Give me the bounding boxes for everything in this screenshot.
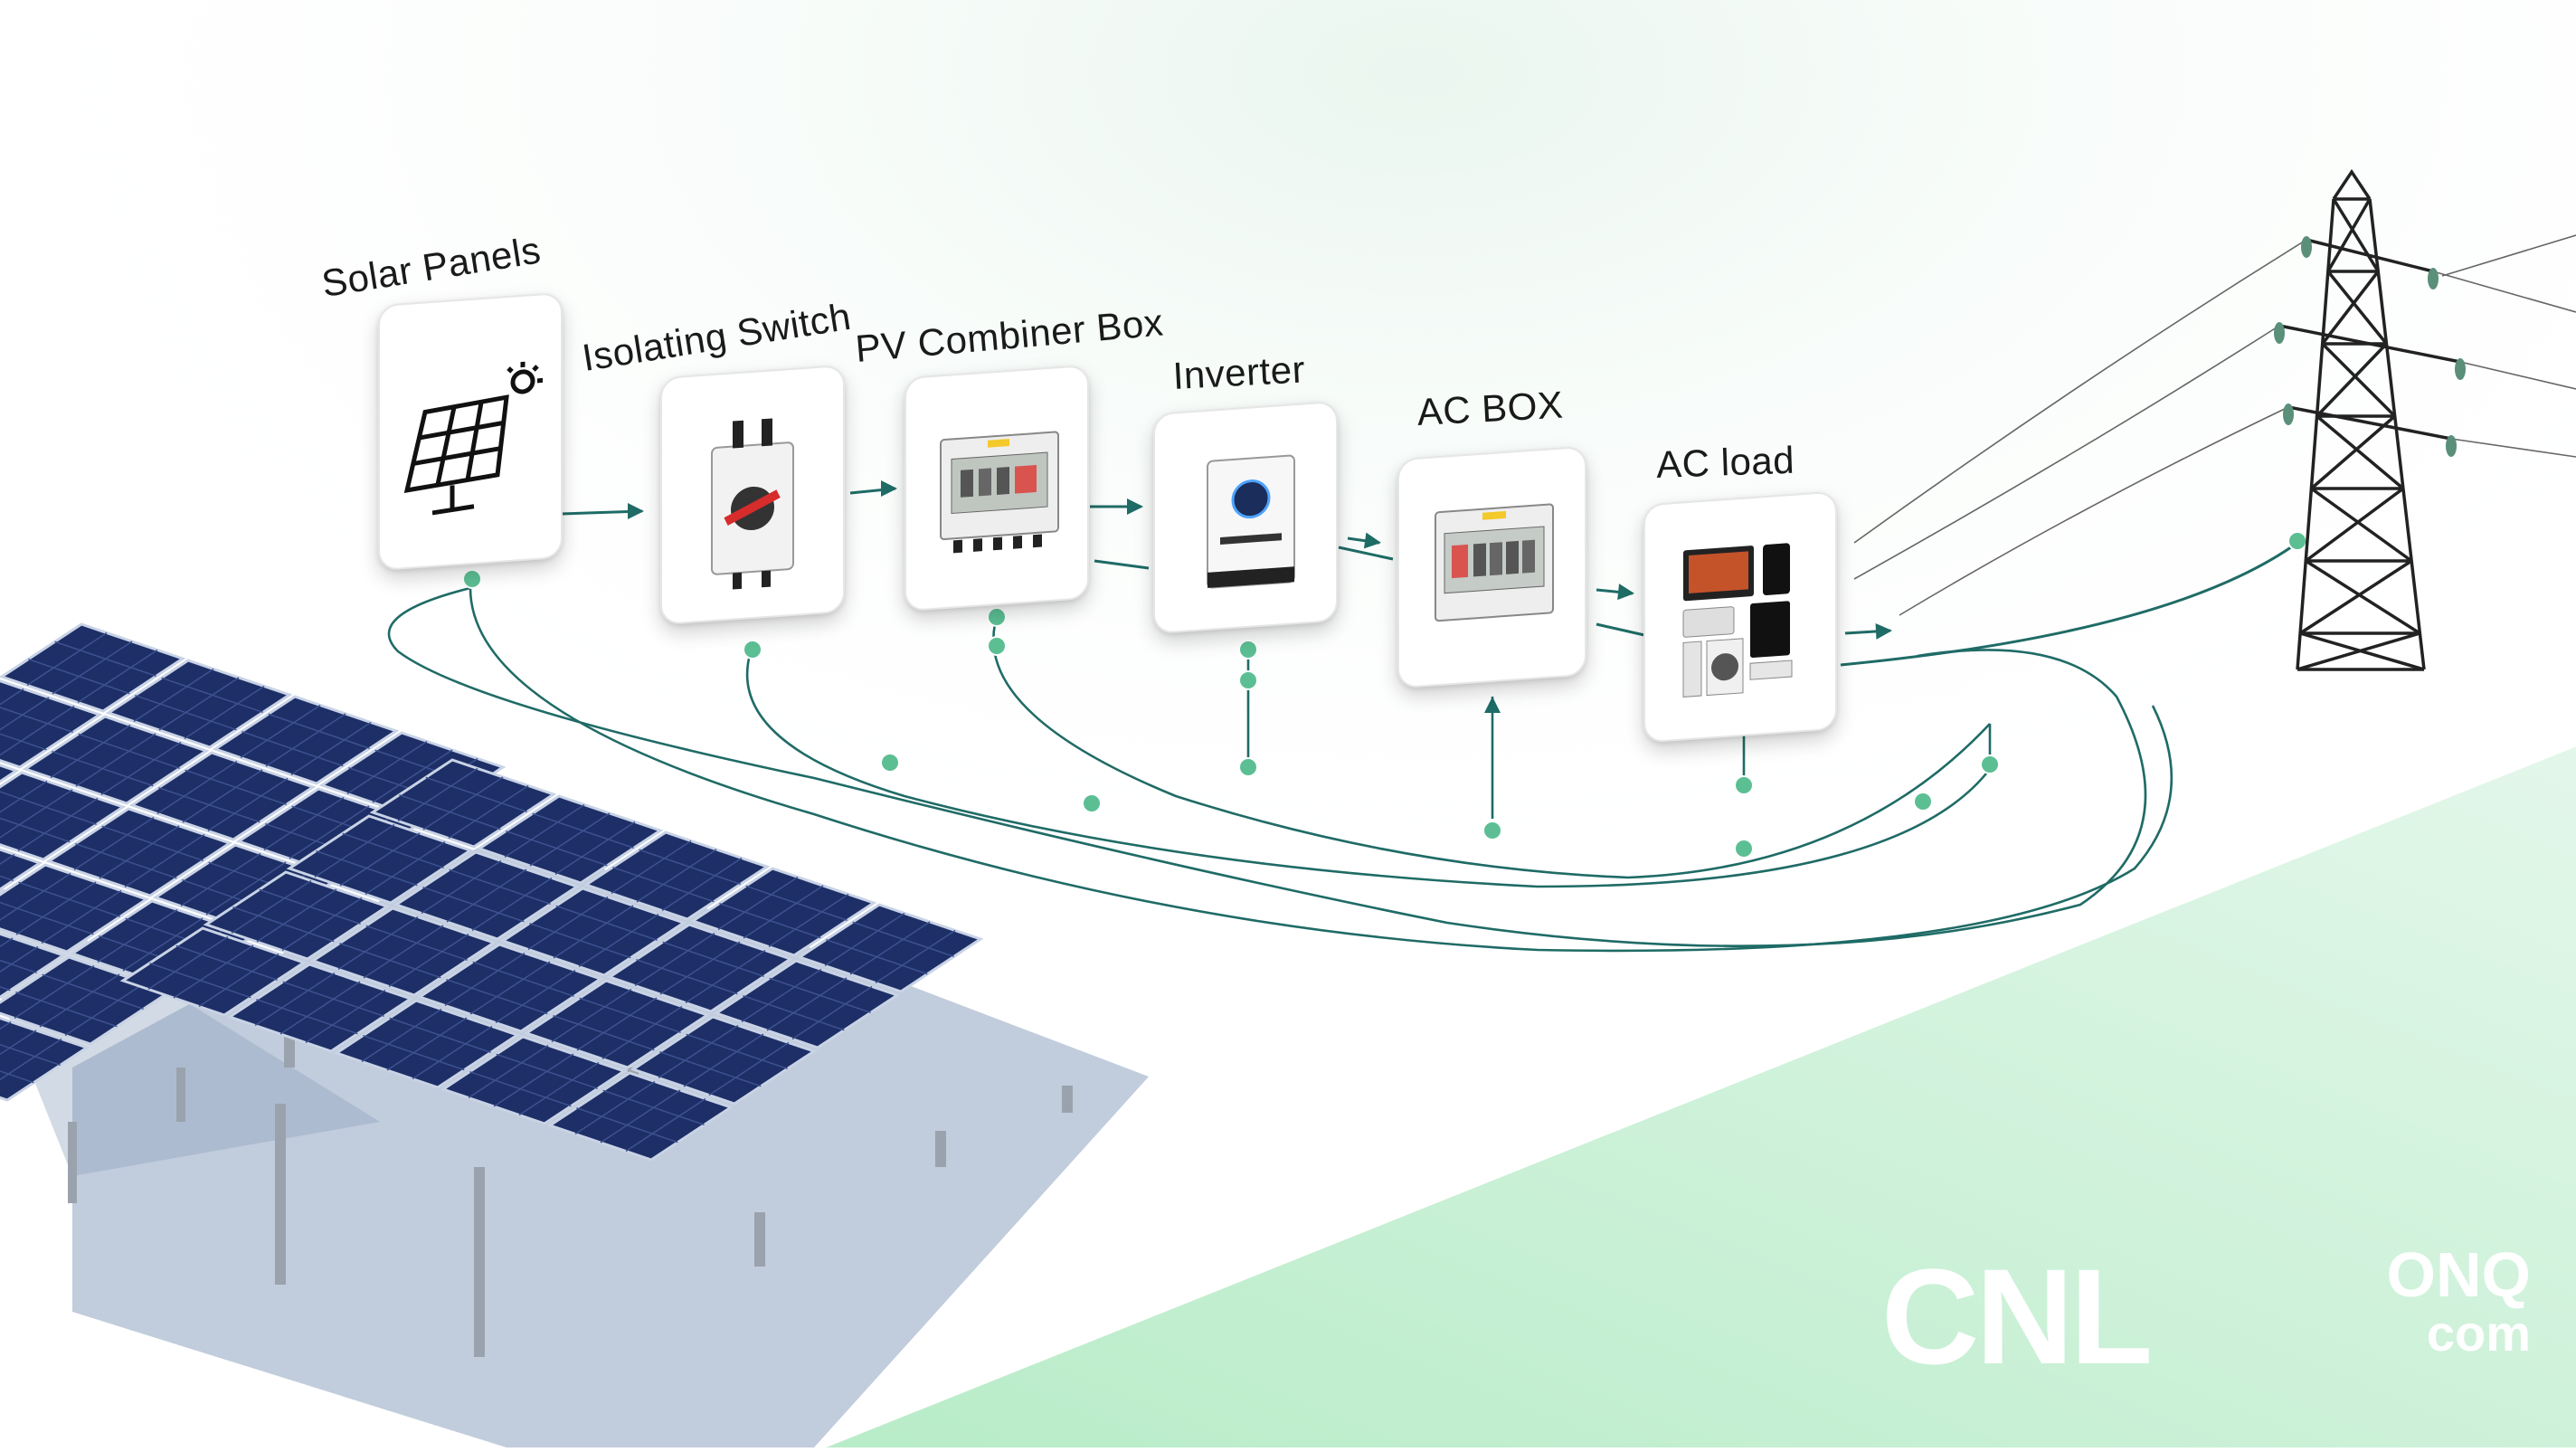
card-pv-combiner-box[interactable] — [904, 365, 1089, 612]
power-line — [2442, 235, 2576, 276]
logo-bottom: com — [2427, 1308, 2531, 1359]
power-line — [1899, 407, 2288, 615]
power-line — [1854, 240, 2306, 543]
insulator — [2446, 435, 2457, 457]
card-inverter[interactable] — [1153, 401, 1338, 634]
logo-main: CNL — [1881, 1240, 2149, 1392]
solar-panel-icon — [380, 294, 561, 569]
card-isolating-switch[interactable] — [660, 365, 845, 625]
insulator — [2455, 358, 2466, 380]
power-line — [2460, 362, 2576, 389]
label-ac-load: AC load — [1655, 439, 1795, 487]
card-ac-load[interactable] — [1643, 491, 1837, 744]
appliances-icon — [1645, 493, 1835, 742]
logo-top: ONQ — [2387, 1243, 2531, 1306]
insulator — [2428, 268, 2439, 289]
combiner-box-icon — [906, 366, 1087, 610]
insulator — [2301, 236, 2312, 258]
card-solar-panels[interactable] — [378, 292, 563, 571]
inverter-icon — [1155, 403, 1336, 632]
card-ac-box[interactable] — [1397, 446, 1586, 689]
power-line — [2433, 271, 2576, 312]
isolator-switch-icon — [662, 366, 843, 623]
label-ac-box: AC BOX — [1416, 384, 1564, 434]
power-line — [2451, 439, 2576, 457]
power-line — [1854, 326, 2279, 579]
insulator — [2274, 322, 2285, 344]
ac-box-icon — [1399, 448, 1585, 687]
label-inverter: Inverter — [1171, 347, 1306, 398]
insulator — [2283, 403, 2294, 425]
